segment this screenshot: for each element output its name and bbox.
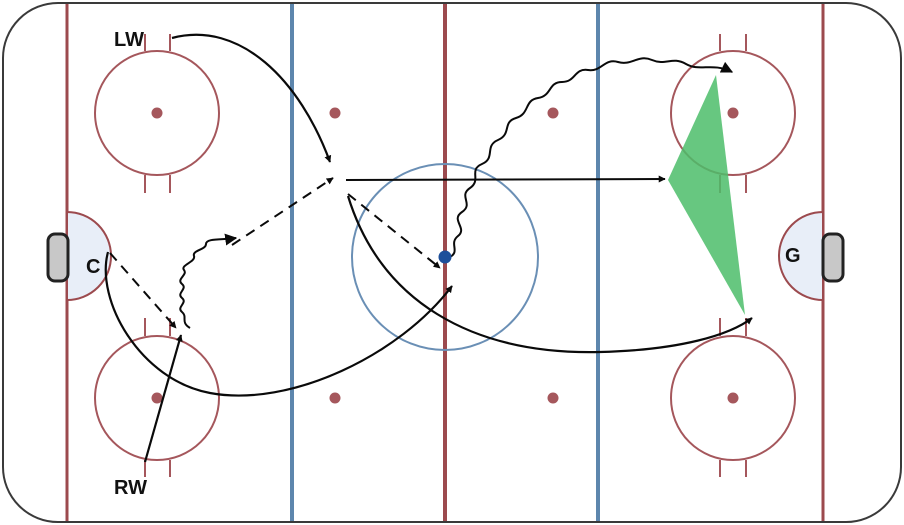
neutral-dot-top-left (329, 107, 341, 119)
shooting-triangle (668, 75, 745, 315)
faceoff-circle-top-right (670, 34, 796, 193)
skate-curve-to-bottom-right (346, 195, 753, 354)
label-lw: LW (114, 29, 144, 51)
neutral-dot-top-right (547, 107, 559, 119)
net-right (821, 232, 845, 283)
label-c: C (86, 256, 100, 278)
label-rw: RW (114, 477, 147, 499)
c-skate-path (104, 251, 453, 397)
puck-icon (438, 250, 452, 264)
neutral-dot-bottom-right (547, 392, 559, 404)
crease-left (66, 210, 112, 302)
net-left (46, 232, 70, 283)
puck-carry-squiggle (447, 57, 734, 259)
faceoff-circle-top-left (94, 34, 220, 193)
faceoff-circle-bottom-right (670, 318, 796, 477)
crease-right (778, 210, 824, 302)
pass-to-right-zone (345, 175, 666, 183)
rw-skate-path (143, 334, 183, 463)
center-circle (351, 163, 539, 351)
lw-skate-path (171, 33, 332, 163)
label-g: G (785, 245, 801, 267)
neutral-dot-bottom-left (329, 392, 341, 404)
pass-to-center (347, 193, 441, 269)
rw-stickhandle-path (179, 233, 238, 329)
pass-to-lw (231, 177, 334, 246)
